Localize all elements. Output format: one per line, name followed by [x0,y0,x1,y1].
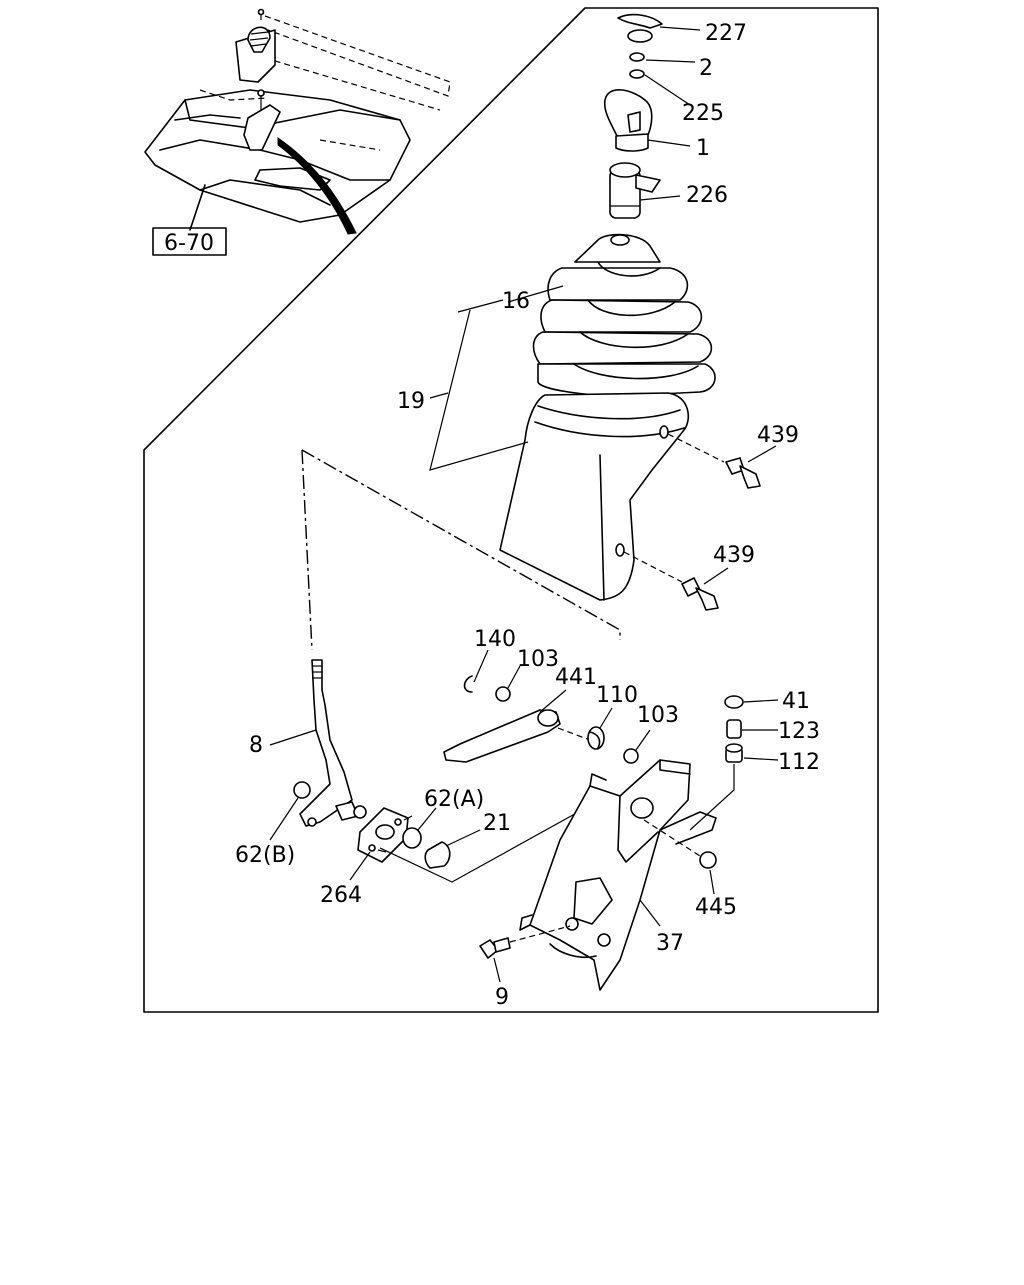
part-labels: 227 2 225 1 226 16 19 439 439 140 103 44… [235,21,820,1010]
label-19: 19 [397,389,425,414]
collar-123 [726,719,778,739]
bush-103-right [623,729,651,764]
label-225: 225 [682,101,724,126]
label-2: 2 [699,56,713,81]
label-37: 37 [656,931,684,956]
bracket-37 [519,759,717,991]
nut-445 [643,819,717,895]
knob-1 [603,89,691,152]
label-1: 1 [696,136,710,161]
ref-box [152,227,227,256]
ball-62b [269,781,311,841]
label-441: 441 [555,665,597,690]
switch-226 [609,162,681,219]
label-62b: 62(B) [235,843,295,868]
label-9: 9 [495,985,509,1010]
label-445: 445 [695,895,737,920]
plate-264 [349,807,413,881]
nut-41 [724,695,779,709]
washer-2 [629,52,696,106]
label-140: 140 [474,627,516,652]
bush-21 [424,829,481,869]
label-62a: 62(A) [424,787,484,812]
bush-62a [402,807,437,849]
cab-floor-inset: 6-70 [144,8,451,256]
spring-110 [587,707,613,750]
screw-439-upper [667,433,777,489]
label-110: 110 [596,683,638,708]
label-439-lower: 439 [713,543,755,568]
ref-box-label: 6-70 [164,231,214,256]
clip-140 [463,649,489,693]
label-112: 112 [778,750,820,775]
screw-439-lower [623,551,729,611]
bush-103-left [495,665,521,702]
label-16: 16 [502,289,530,314]
leader-lines-bracket [379,799,601,883]
knob-cap-227 [617,13,701,43]
label-439-upper: 439 [757,423,799,448]
shift-lever-8 [269,659,367,827]
label-264: 264 [320,883,362,908]
label-21: 21 [483,811,511,836]
bolt-9 [479,925,571,983]
label-123: 123 [778,719,820,744]
label-226: 226 [686,183,728,208]
label-103-left: 103 [517,647,559,672]
label-227: 227 [705,21,747,46]
bushing-112 [689,743,779,831]
console-cover-19 [429,299,690,601]
shift-boot-16 [507,233,716,397]
diagram-frame [143,7,879,1013]
label-41: 41 [782,689,810,714]
label-8: 8 [249,733,263,758]
arm-441 [443,689,591,763]
assembly-line-left [301,449,313,651]
label-103-right: 103 [637,703,679,728]
